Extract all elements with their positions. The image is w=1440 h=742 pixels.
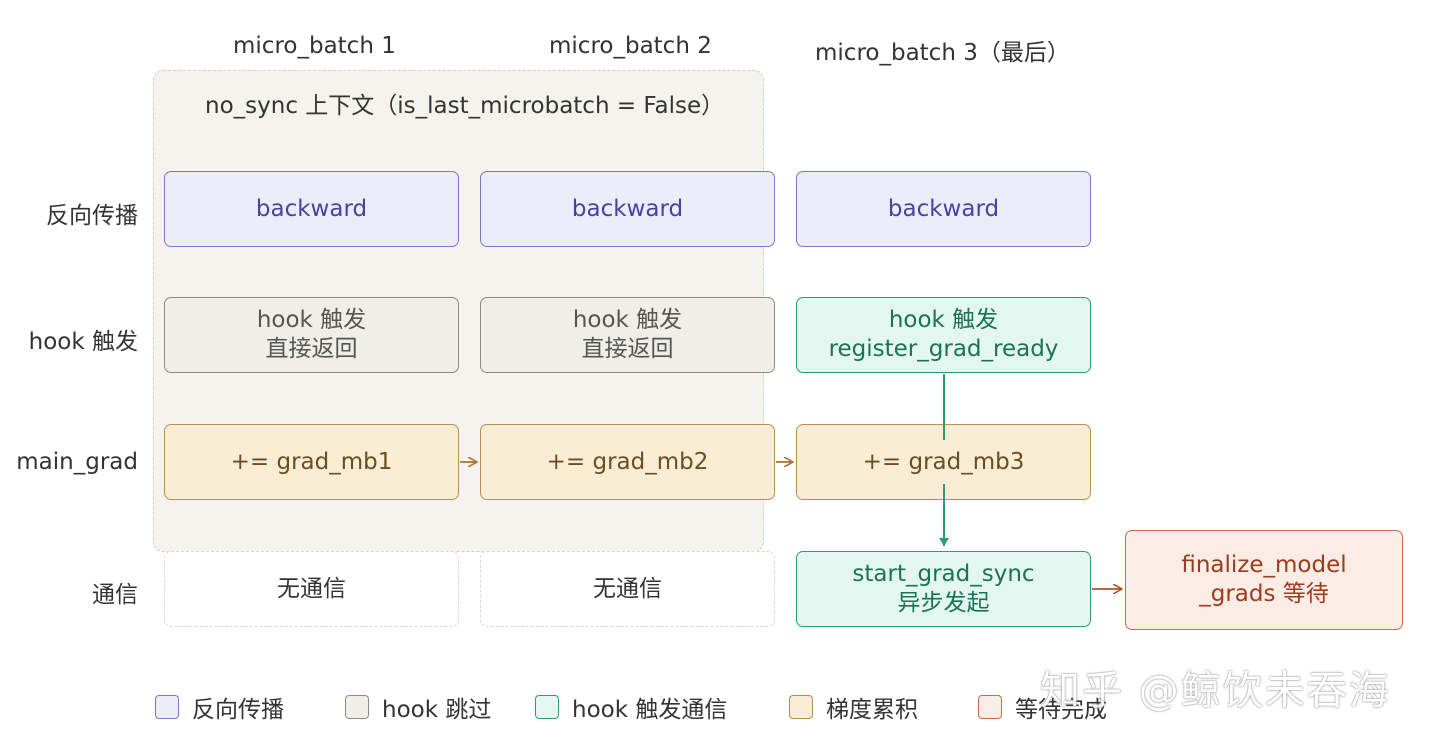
finalize-line2: _grads 等待	[1199, 581, 1329, 607]
hook-line2: 直接返回	[581, 336, 674, 362]
legend-item-grad-accum: 梯度累积	[789, 690, 918, 724]
backward-label: backward	[571, 195, 684, 222]
backward-label: backward	[255, 195, 368, 222]
hook-line2: register_grad_ready	[828, 336, 1059, 362]
legend-item-wait-complete: 等待完成	[978, 690, 1107, 724]
hook-line1: hook 触发	[888, 307, 999, 333]
main-grad-label: += grad_mb2	[546, 448, 709, 475]
legend-label: hook 触发通信	[572, 697, 728, 723]
main-grad-box-mb3: += grad_mb3	[796, 424, 1091, 500]
legend-swatch	[978, 695, 1002, 719]
legend-label: 反向传播	[192, 697, 284, 723]
legend-swatch	[345, 695, 369, 719]
no-sync-context-title: no_sync 上下文（is_last_microbatch = False）	[205, 93, 725, 119]
column-header-mb1: micro_batch 1	[233, 33, 396, 59]
legend-swatch	[535, 695, 559, 719]
legend-item-hook-comm: hook 触发通信	[535, 690, 727, 724]
main-grad-box-mb2: += grad_mb2	[480, 424, 775, 500]
comm-box-mb1: 无通信	[164, 551, 459, 627]
row-label-main-grad: main_grad	[16, 449, 138, 475]
finalize-model-grads-box: finalize_model _grads 等待	[1125, 530, 1403, 630]
hook-line1: hook 触发	[256, 307, 367, 333]
comm-box-mb3: start_grad_sync 异步发起	[796, 551, 1091, 627]
hook-line1: hook 触发	[572, 307, 683, 333]
hook-box-mb1: hook 触发 直接返回	[164, 297, 459, 373]
legend-item-backward: 反向传播	[155, 690, 284, 724]
backward-box-mb1: backward	[164, 171, 459, 247]
legend-label: 梯度累积	[826, 697, 918, 723]
comm-line2: 异步发起	[897, 590, 990, 616]
row-label-hook: hook 触发	[28, 329, 138, 355]
row-label-backward: 反向传播	[46, 203, 138, 229]
main-grad-box-mb1: += grad_mb1	[164, 424, 459, 500]
backward-box-mb3: backward	[796, 171, 1091, 247]
legend-label: 等待完成	[1015, 697, 1107, 723]
backward-label: backward	[887, 195, 1000, 222]
hook-box-mb3: hook 触发 register_grad_ready	[796, 297, 1091, 373]
hook-box-mb2: hook 触发 直接返回	[480, 297, 775, 373]
comm-line1: start_grad_sync	[852, 561, 1035, 587]
watermark: 知乎 @鲸饮未吞海	[1040, 668, 1391, 714]
legend-label: hook 跳过	[382, 697, 492, 723]
column-header-mb2: micro_batch 2	[549, 33, 712, 59]
main-grad-label: += grad_mb3	[862, 448, 1025, 475]
comm-label: 无通信	[277, 575, 346, 602]
column-header-mb3: micro_batch 3（最后）	[815, 40, 1070, 66]
legend-swatch	[155, 695, 179, 719]
comm-label: 无通信	[593, 575, 662, 602]
row-label-comm: 通信	[92, 582, 138, 608]
comm-box-mb2: 无通信	[480, 551, 775, 627]
backward-box-mb2: backward	[480, 171, 775, 247]
legend-swatch	[789, 695, 813, 719]
finalize-line1: finalize_model	[1181, 552, 1347, 578]
hook-line2: 直接返回	[265, 336, 358, 362]
main-grad-label: += grad_mb1	[230, 448, 393, 475]
legend-item-hook-skip: hook 跳过	[345, 690, 491, 724]
